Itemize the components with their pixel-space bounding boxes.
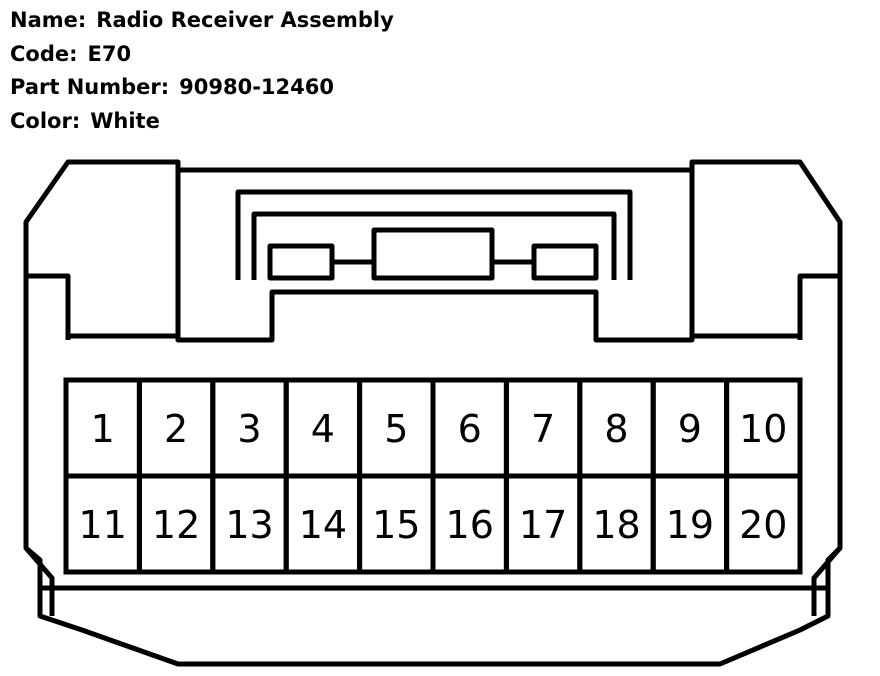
pin-label-6: 6 (458, 407, 482, 451)
left-shoulder (26, 273, 71, 340)
color-row: Color: White (10, 105, 394, 139)
pin-label-14: 14 (299, 503, 347, 547)
part-number-label: Part Number: (10, 75, 170, 99)
connector-info: Name: Radio Receiver Assembly Code: E70 Pa… (10, 4, 394, 138)
name-label: Name: (10, 8, 87, 32)
code-label: Code: (10, 41, 78, 66)
right-lower-clip (811, 546, 842, 616)
pin-label-13: 13 (225, 503, 273, 547)
part-number-value: 90980-12460 (179, 75, 334, 99)
lock-tab-inner (251, 211, 617, 280)
latch-left (267, 243, 335, 281)
pin-label-18: 18 (592, 503, 640, 547)
latch-center (371, 227, 495, 281)
pin-label-15: 15 (372, 503, 420, 547)
pin-label-5: 5 (384, 407, 408, 451)
pin-label-9: 9 (678, 407, 702, 451)
color-label: Color: (10, 108, 81, 133)
part-number-row: Part Number: 90980-12460 (10, 71, 394, 105)
lock-tab-outer (175, 170, 695, 343)
left-lower-clip (24, 546, 55, 616)
pin-label-4: 4 (311, 407, 335, 451)
name-value: Radio Receiver Assembly (96, 8, 394, 32)
lock-tab-frame (235, 189, 633, 280)
pin-label-19: 19 (666, 503, 714, 547)
pin-label-7: 7 (531, 407, 555, 451)
pin-label-17: 17 (519, 503, 567, 547)
pin-label-10: 10 (739, 407, 787, 451)
pin-label-3: 3 (237, 407, 261, 451)
code-row: Code: E70 (10, 38, 394, 72)
latch-right (531, 243, 599, 281)
pin-label-2: 2 (164, 407, 188, 451)
pin-label-20: 20 (739, 503, 787, 547)
right-shoulder (797, 273, 840, 340)
color-value: White (90, 108, 160, 133)
pin-cell-20 (724, 473, 803, 575)
pin-label-11: 11 (79, 503, 127, 547)
pin-label-12: 12 (152, 503, 200, 547)
pin-label-8: 8 (604, 407, 628, 451)
name-row: Name: Radio Receiver Assembly (10, 4, 394, 38)
pin-label-16: 16 (446, 503, 494, 547)
pin-label-1: 1 (91, 407, 115, 451)
code-value: E70 (87, 41, 132, 66)
